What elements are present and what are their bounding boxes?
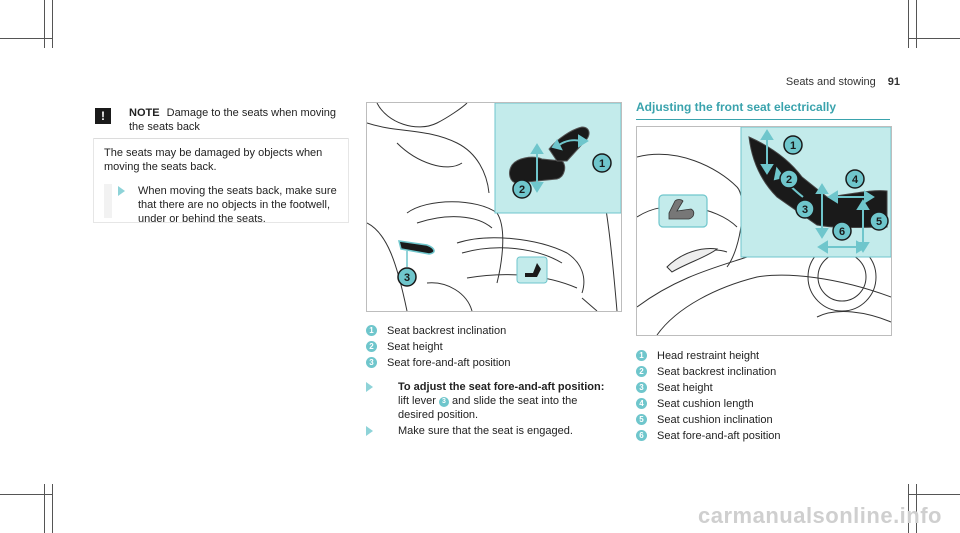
note-body: The seats may be damaged by objects when… bbox=[93, 138, 349, 225]
crop-mark bbox=[908, 484, 909, 533]
crop-mark bbox=[908, 0, 909, 48]
note-box: ! NOTE Damage to the seats when moving t… bbox=[93, 100, 349, 225]
legend-label: Seat cushion length bbox=[657, 398, 754, 410]
note-title: NOTE Damage to the seats when moving the… bbox=[129, 106, 347, 134]
step-text: Make sure that the seat is engaged. bbox=[398, 425, 573, 437]
callout-4: 4 bbox=[852, 174, 859, 186]
legend-label: Seat backrest inclination bbox=[387, 325, 507, 337]
warning-icon: ! bbox=[95, 108, 111, 124]
crop-mark bbox=[908, 38, 960, 39]
legend-label: Seat height bbox=[387, 341, 443, 353]
callout-2: 2 bbox=[786, 174, 792, 186]
crop-mark bbox=[44, 484, 45, 533]
note-bullet-text: When moving the seats back, make sure th… bbox=[138, 185, 337, 225]
watermark: carmanualsonline.info bbox=[698, 503, 942, 528]
note-title-text: Damage to the seats when moving the seat… bbox=[129, 107, 336, 133]
note-paragraph: The seats may be damaged by objects when… bbox=[104, 147, 323, 173]
step-text: lift lever bbox=[398, 395, 436, 407]
instruction-step: To adjust the seat fore-and-aft position… bbox=[366, 380, 620, 422]
door-panel-drawing: 1 2 4 3 5 6 bbox=[637, 127, 891, 335]
legend-label: Seat height bbox=[657, 382, 713, 394]
step-heading: To adjust the seat fore-and-aft position… bbox=[398, 381, 605, 393]
legend-number: 6 bbox=[636, 430, 647, 441]
step-text: desired position. bbox=[398, 409, 479, 421]
step-text: and slide the seat into the bbox=[452, 395, 578, 407]
bullet-arrow-icon bbox=[118, 186, 125, 196]
crop-mark bbox=[44, 0, 45, 48]
seat-manual-illustration: 1 2 3 bbox=[366, 102, 622, 312]
running-header: Seats and stowing 91 bbox=[786, 76, 900, 88]
callout-6: 6 bbox=[839, 226, 845, 238]
legend-number: 2 bbox=[636, 366, 647, 377]
legend-label: Head restraint height bbox=[657, 350, 760, 362]
callout-3: 3 bbox=[802, 204, 808, 216]
inline-callout: 3 bbox=[438, 397, 449, 407]
callout-3: 3 bbox=[404, 272, 410, 284]
page-number: 91 bbox=[887, 76, 900, 88]
section-heading: Adjusting the front seat electrically bbox=[636, 100, 890, 120]
callout-5: 5 bbox=[876, 216, 882, 228]
legend-number: 5 bbox=[636, 414, 647, 425]
crop-mark bbox=[0, 494, 52, 495]
note-label: NOTE bbox=[129, 107, 160, 119]
callout-1: 1 bbox=[599, 158, 605, 170]
step-arrow-icon bbox=[366, 382, 373, 392]
crop-mark bbox=[52, 484, 53, 533]
bullet-bar bbox=[104, 184, 112, 218]
crop-mark bbox=[916, 0, 917, 48]
legend-label: Seat cushion inclination bbox=[657, 414, 773, 426]
legend-label: Seat fore-and-aft position bbox=[657, 430, 781, 442]
legend-number: 1 bbox=[636, 350, 647, 361]
note-header: ! NOTE Damage to the seats when moving t… bbox=[93, 100, 349, 139]
legend-label: Seat fore-and-aft position bbox=[387, 357, 511, 369]
legend-number: 2 bbox=[366, 341, 377, 352]
callout-1: 1 bbox=[790, 140, 796, 152]
legend-number: 3 bbox=[366, 357, 377, 368]
section-name: Seats and stowing bbox=[785, 76, 876, 88]
seat-electric-illustration: 1 2 4 3 5 6 bbox=[636, 126, 892, 336]
step-arrow-icon bbox=[366, 426, 373, 436]
legend-number: 3 bbox=[636, 382, 647, 393]
crop-mark bbox=[916, 484, 917, 533]
callout-2: 2 bbox=[519, 184, 525, 196]
instruction-step: Make sure that the seat is engaged. bbox=[366, 424, 620, 440]
legend-number: 1 bbox=[366, 325, 377, 336]
seat-drawing: 1 2 3 bbox=[367, 103, 621, 311]
legend-label: Seat backrest inclination bbox=[657, 366, 777, 378]
crop-mark bbox=[908, 494, 960, 495]
legend-number: 4 bbox=[636, 398, 647, 409]
crop-mark bbox=[52, 0, 53, 48]
crop-mark bbox=[0, 38, 52, 39]
